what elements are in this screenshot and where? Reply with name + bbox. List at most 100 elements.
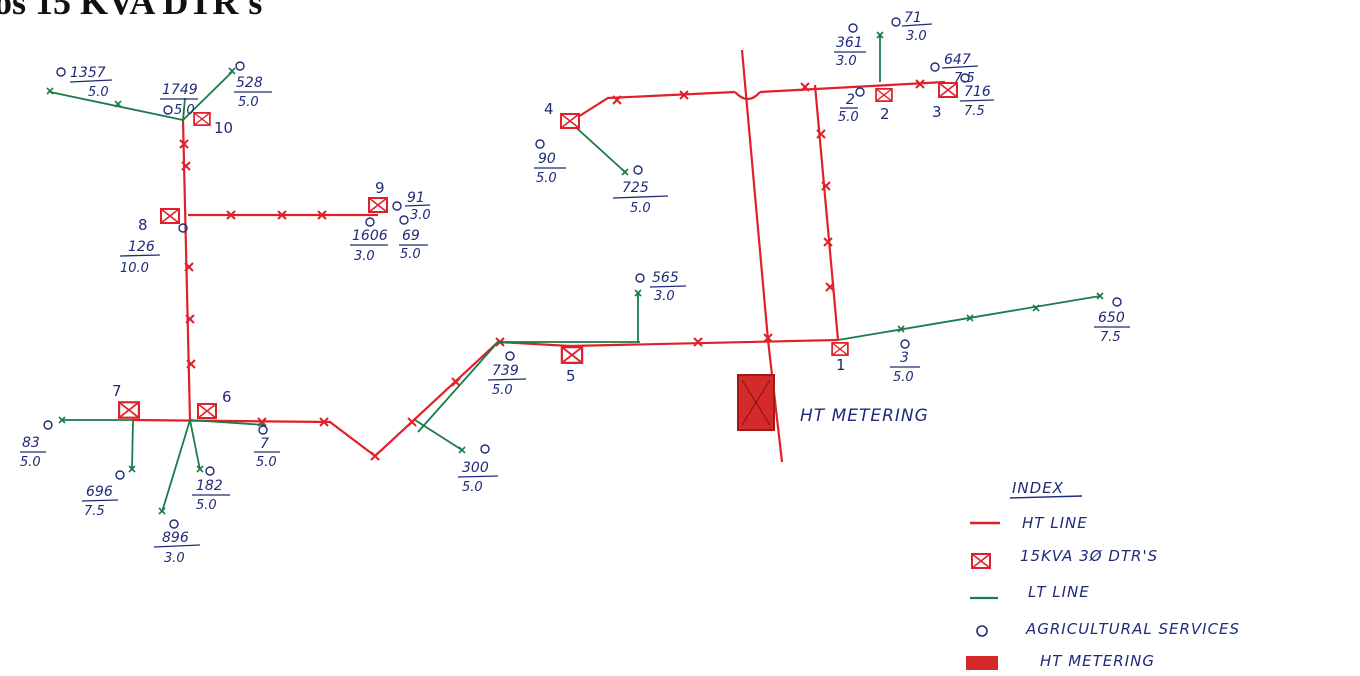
svg-text:647: 647 xyxy=(944,52,971,68)
svg-text:565: 565 xyxy=(652,270,679,286)
service-647: 647 7.5 xyxy=(930,52,979,86)
svg-text:1749: 1749 xyxy=(162,82,198,98)
svg-text:528: 528 xyxy=(236,75,263,91)
service-896: 896 3.0 xyxy=(153,519,201,566)
svg-text:91: 91 xyxy=(407,190,425,206)
lt-cross-marks xyxy=(46,31,1104,515)
svg-text:126: 126 xyxy=(128,239,155,255)
svg-text:5.0: 5.0 xyxy=(536,171,557,186)
svg-text:182: 182 xyxy=(196,478,223,494)
legend-dtr-label: 15KVA 3Ø DTR'S xyxy=(1020,547,1158,565)
svg-text:10.0: 10.0 xyxy=(120,261,149,276)
svg-text:725: 725 xyxy=(622,180,649,196)
service-3: 3 5.0 xyxy=(890,339,920,385)
svg-text:650: 650 xyxy=(1098,310,1125,326)
dtr-2 xyxy=(875,88,893,102)
dtr-7 xyxy=(118,401,140,419)
dtr-number: 3 xyxy=(932,103,942,121)
svg-text:1357: 1357 xyxy=(70,65,106,81)
service-1606: 1606 3.0 xyxy=(350,217,388,264)
service-2: 2 5.0 xyxy=(838,87,865,125)
svg-text:5.0: 5.0 xyxy=(20,455,41,470)
ht-metering-box xyxy=(737,374,775,431)
legend-agri-service-icon xyxy=(976,625,988,637)
service-716: 716 7.5 xyxy=(959,73,995,119)
service-7: 7 5.0 xyxy=(254,425,280,470)
dtr-number: 10 xyxy=(214,119,233,137)
legend-title: INDEX xyxy=(1012,479,1064,497)
svg-text:5.0: 5.0 xyxy=(238,95,259,110)
legend-ht-metering-label: HT METERING xyxy=(1040,652,1155,670)
svg-text:739: 739 xyxy=(492,363,519,379)
svg-text:896: 896 xyxy=(162,530,189,546)
page-title: os 15 KVA DTR's xyxy=(0,0,262,22)
svg-text:3.0: 3.0 xyxy=(354,249,375,264)
dtr-symbols xyxy=(118,82,958,419)
dtr-number: 2 xyxy=(880,105,890,123)
svg-text:3.0: 3.0 xyxy=(164,551,185,566)
dtr-8 xyxy=(160,208,180,224)
svg-text:83: 83 xyxy=(22,435,40,451)
dtr-1 xyxy=(831,342,849,356)
ht-cross-marks xyxy=(179,79,925,461)
legend-agri-service-label: AGRICULTURAL SERVICES xyxy=(1025,620,1240,638)
svg-text:3.0: 3.0 xyxy=(654,289,675,304)
dtr-number: 6 xyxy=(222,388,232,406)
service-182: 182 5.0 xyxy=(192,466,230,513)
service-696: 696 7.5 xyxy=(81,470,125,519)
dtr-number: 8 xyxy=(138,216,148,234)
service-126: 126 10.0 xyxy=(119,223,188,276)
legend-ht-line-label: HT LINE xyxy=(1022,514,1088,532)
dtr-number: 7 xyxy=(112,382,122,400)
svg-text:5.0: 5.0 xyxy=(400,247,421,262)
legend-dtr-swatch xyxy=(970,553,992,569)
svg-text:1606: 1606 xyxy=(352,228,388,244)
svg-text:5.0: 5.0 xyxy=(838,110,859,125)
service-725: 725 5.0 xyxy=(612,165,669,216)
legend-ht-metering-swatch xyxy=(966,656,998,670)
svg-text:5.0: 5.0 xyxy=(893,370,914,385)
dtr-numbers: 10 8 9 7 6 5 4 2 3 1 xyxy=(112,100,942,406)
svg-text:300: 300 xyxy=(462,460,489,476)
dtr-number: 5 xyxy=(566,367,576,385)
dtr-number: 9 xyxy=(375,179,385,197)
svg-text:71: 71 xyxy=(904,10,922,26)
dtr-9 xyxy=(368,197,388,213)
service-650: 650 7.5 xyxy=(1094,297,1130,345)
service-90: 90 5.0 xyxy=(534,139,566,186)
svg-text:3.0: 3.0 xyxy=(410,208,431,223)
svg-text:5.0: 5.0 xyxy=(174,103,195,118)
ht-lines xyxy=(132,49,946,463)
dtr-6 xyxy=(197,403,217,419)
service-91: 91 3.0 xyxy=(392,190,431,223)
service-739: 739 5.0 xyxy=(487,351,527,398)
legend-lt-line-label: LT LINE xyxy=(1028,583,1090,601)
svg-text:7.5: 7.5 xyxy=(964,104,985,119)
service-1357: 1357 5.0 xyxy=(56,65,113,100)
svg-text:696: 696 xyxy=(86,484,113,500)
svg-text:5.0: 5.0 xyxy=(256,455,277,470)
svg-text:5.0: 5.0 xyxy=(492,383,513,398)
service-71: 71 3.0 xyxy=(891,10,933,44)
service-361: 361 3.0 xyxy=(834,23,866,69)
lt-lines xyxy=(49,35,1101,513)
dtr-10 xyxy=(193,112,211,126)
svg-text:3.0: 3.0 xyxy=(906,29,927,44)
svg-text:3: 3 xyxy=(900,350,909,366)
dtr-number: 1 xyxy=(836,356,846,374)
svg-text:2: 2 xyxy=(846,92,855,108)
dtr-number: 4 xyxy=(544,100,554,118)
service-83: 83 5.0 xyxy=(20,420,53,470)
svg-text:90: 90 xyxy=(538,151,556,167)
service-labels: 1357 5.0 1749 5.0 528 5.0 126 10.0 1606 … xyxy=(20,10,1130,566)
dtr-4 xyxy=(560,112,580,130)
svg-text:716: 716 xyxy=(964,84,991,100)
svg-text:5.0: 5.0 xyxy=(196,498,217,513)
svg-text:5.0: 5.0 xyxy=(462,480,483,495)
service-69: 69 5.0 xyxy=(399,215,428,262)
svg-text:69: 69 xyxy=(402,228,420,244)
ht-metering-label: HT METERING xyxy=(800,406,929,426)
svg-text:7.5: 7.5 xyxy=(1100,330,1121,345)
legend: INDEX HT LINE 15KVA 3Ø DTR'S LT LINE AGR… xyxy=(966,479,1240,670)
